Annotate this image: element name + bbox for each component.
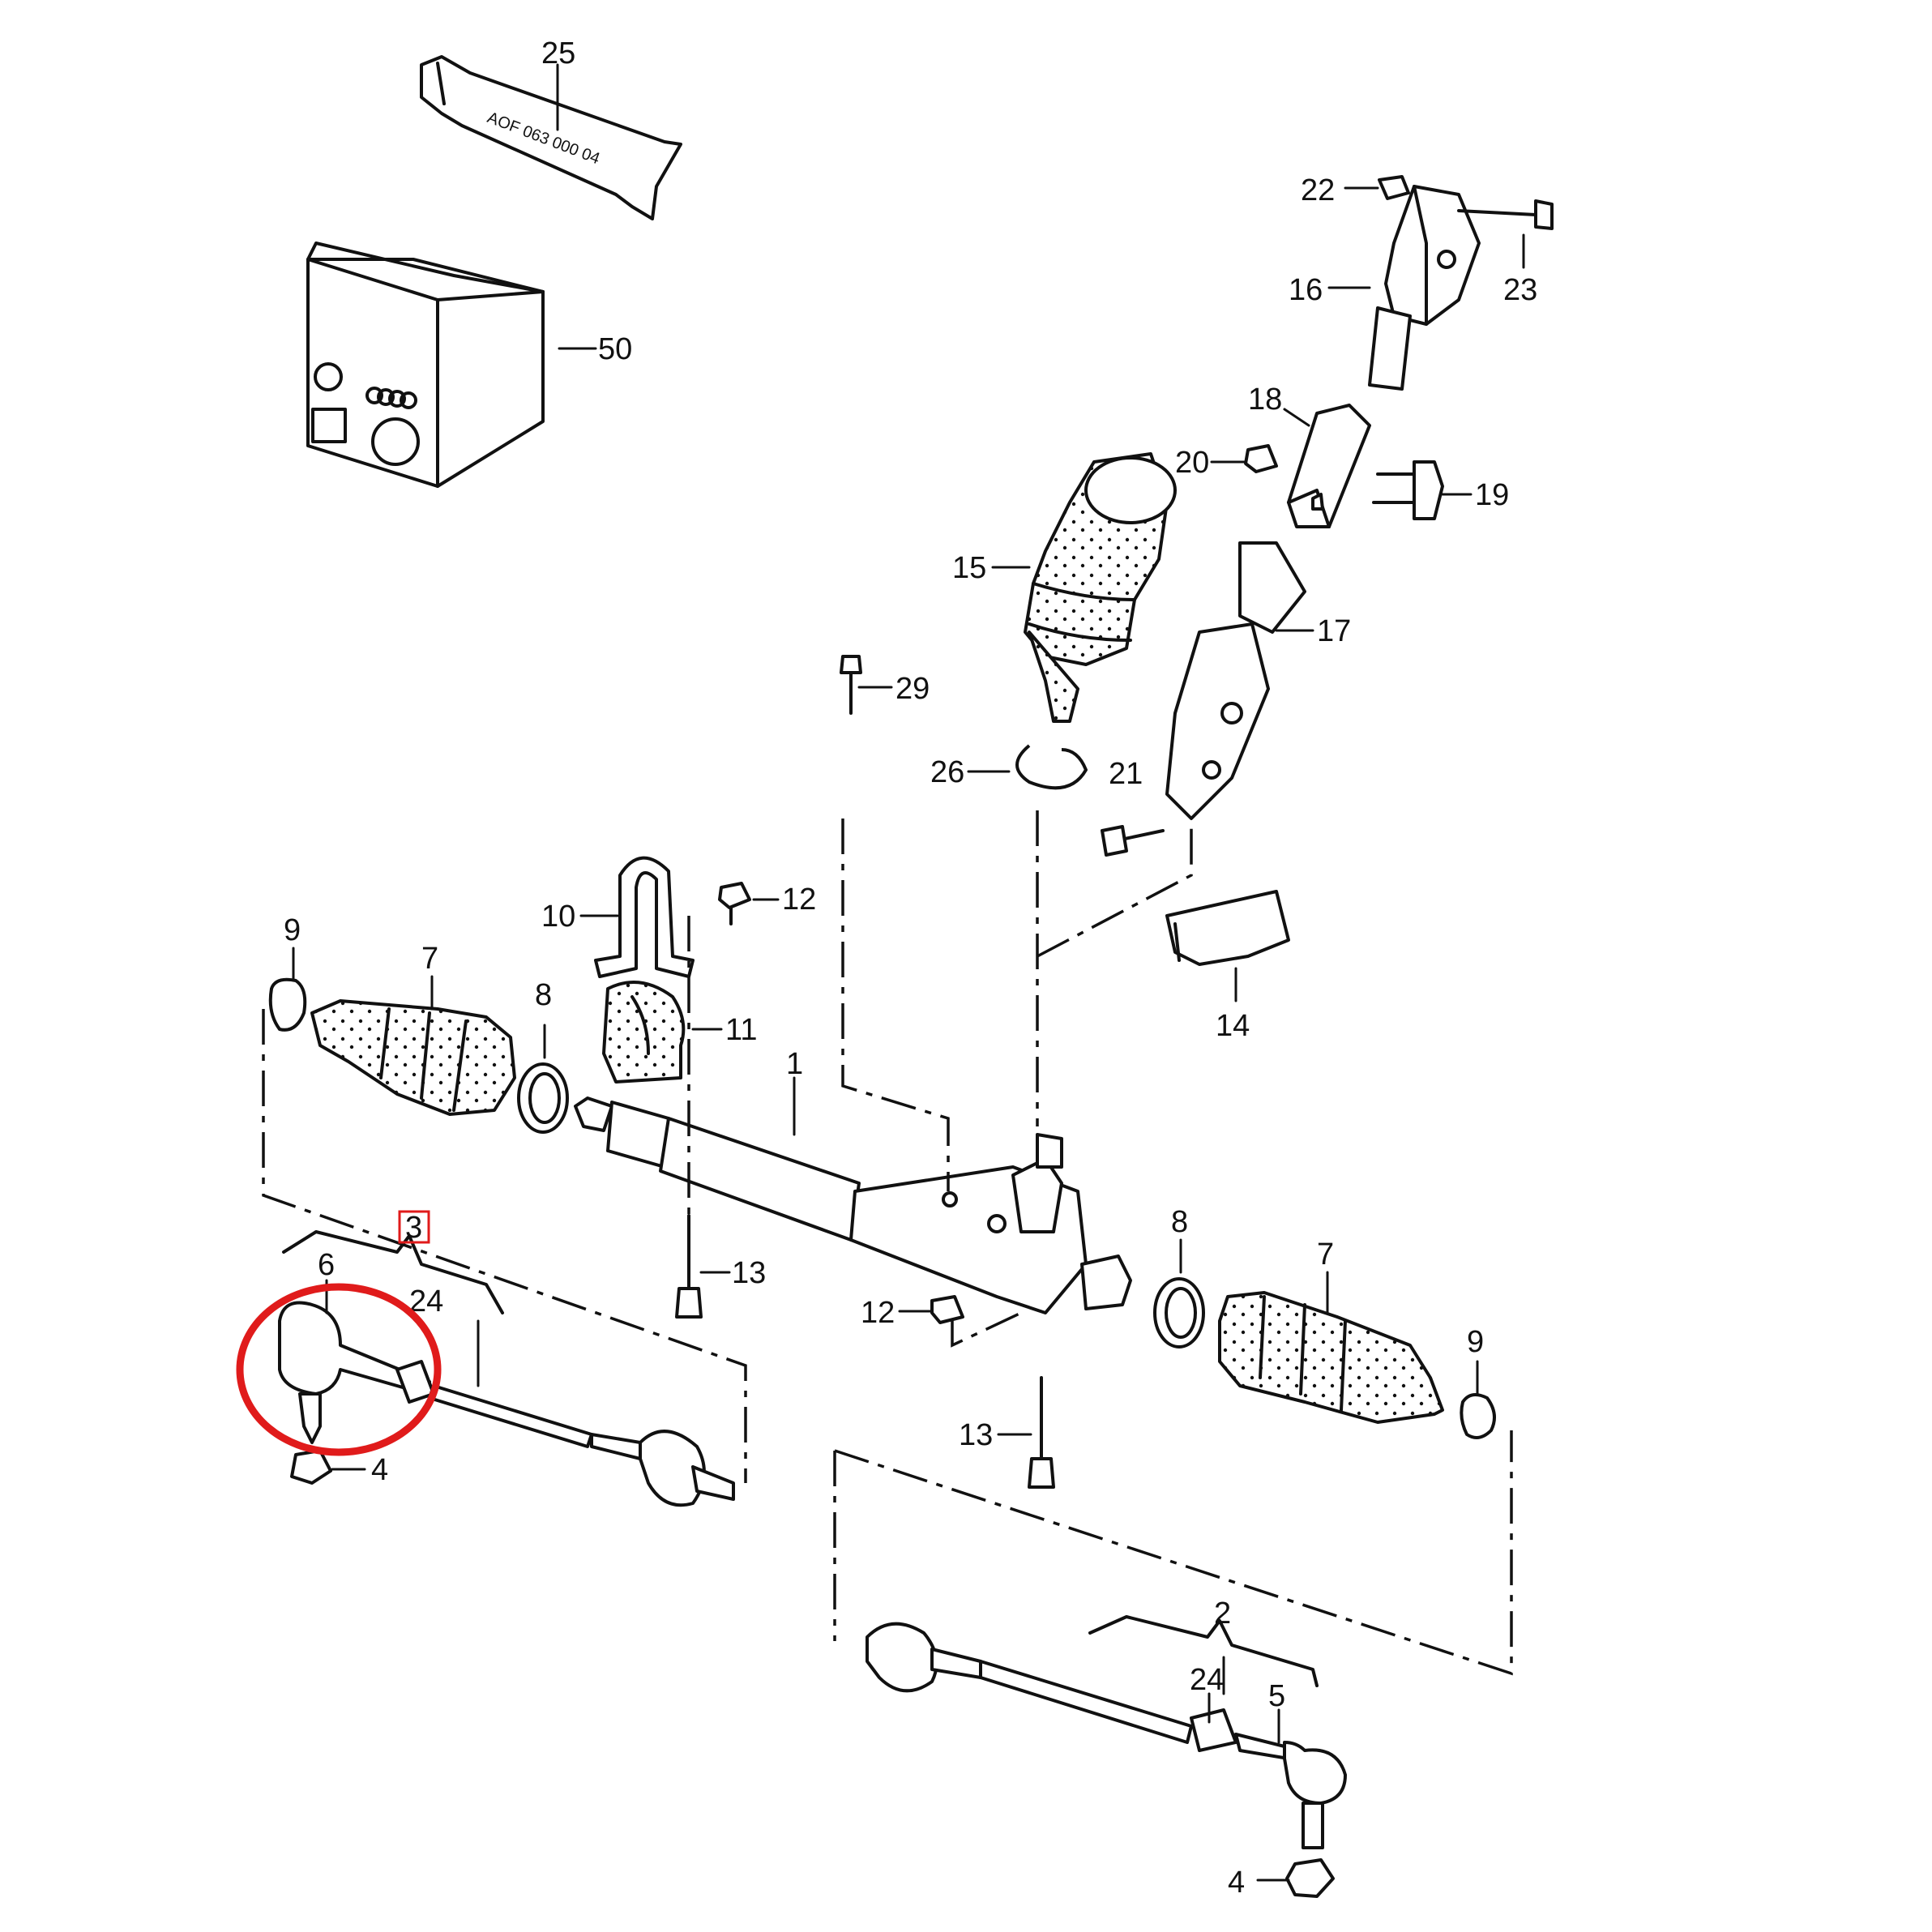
label-29: 29 <box>895 672 930 706</box>
label-2: 2 <box>1214 1596 1231 1631</box>
nut-22 <box>1378 175 1410 200</box>
nut-12-lower <box>930 1295 964 1324</box>
tie-rod-assembly-3 <box>278 1230 735 1507</box>
steering-rack-1 <box>574 1096 1132 1314</box>
label-10: 10 <box>541 900 575 934</box>
clamp-bolts-19 <box>1372 460 1444 520</box>
label-26: 26 <box>930 755 964 789</box>
label-18: 18 <box>1248 383 1282 417</box>
clip-26 <box>1015 744 1088 790</box>
label-17: 17 <box>1317 614 1351 648</box>
label-3: 3 <box>405 1211 422 1245</box>
lower-universal-joint <box>1165 541 1306 820</box>
audi-rings-logo <box>365 387 417 409</box>
coupling-sleeve <box>1287 404 1371 528</box>
label-12-lower: 12 <box>861 1296 895 1330</box>
clip-8-right <box>1153 1277 1205 1349</box>
upper-universal-joint <box>1368 185 1481 391</box>
clamp-bracket-10 <box>594 856 695 978</box>
boot-7-left <box>310 999 516 1116</box>
boot-7-right <box>1218 1291 1444 1424</box>
bolt-21 <box>1101 825 1165 857</box>
label-4-left: 4 <box>371 1453 388 1487</box>
clip-8-left <box>517 1062 569 1134</box>
label-16: 16 <box>1289 273 1323 307</box>
label-4-right: 4 <box>1228 1866 1245 1900</box>
label-14: 14 <box>1216 1009 1250 1043</box>
label-8-left: 8 <box>535 978 552 1012</box>
label-22: 22 <box>1301 173 1335 207</box>
nut-4-left <box>290 1449 332 1485</box>
part-3-highlight-box <box>398 1210 430 1244</box>
vw-logo <box>314 362 343 391</box>
label-6: 6 <box>318 1248 335 1282</box>
label-7-left: 7 <box>421 942 438 976</box>
label-12-upper: 12 <box>782 883 816 917</box>
label-9-left: 9 <box>284 913 301 947</box>
nut-4-right <box>1285 1858 1335 1898</box>
bracket-14 <box>1165 890 1290 966</box>
clamp-9-right <box>1460 1393 1496 1439</box>
grease-tube: AOF 063 000 04 <box>420 55 682 220</box>
label-50: 50 <box>598 332 632 366</box>
repair-kit-box <box>306 242 545 488</box>
nut-12-upper <box>718 882 751 925</box>
label-9-right: 9 <box>1467 1325 1484 1359</box>
assembly-dash-lines <box>262 810 1513 1676</box>
label-7-right: 7 <box>1317 1237 1334 1272</box>
tie-rod-assembly-2 <box>866 1615 1347 1849</box>
label-25: 25 <box>541 36 575 71</box>
bolt-13-upper <box>675 1214 703 1319</box>
column-boot <box>1024 452 1177 723</box>
rubber-bush-11 <box>602 981 686 1084</box>
label-23: 23 <box>1503 273 1537 307</box>
clamp-9-left <box>268 977 307 1032</box>
label-5: 5 <box>1268 1679 1285 1713</box>
nut-20 <box>1244 444 1278 473</box>
label-8-right: 8 <box>1171 1205 1188 1239</box>
label-15: 15 <box>952 551 986 585</box>
skoda-logo <box>371 417 420 466</box>
label-21: 21 <box>1109 757 1143 791</box>
tie-rod-end-highlight-circle <box>236 1283 442 1456</box>
label-1: 1 <box>786 1047 803 1081</box>
label-13-lower: 13 <box>959 1418 993 1452</box>
label-24-right: 24 <box>1190 1663 1224 1697</box>
label-19: 19 <box>1475 478 1509 512</box>
bolt-13-lower <box>1028 1376 1055 1489</box>
label-11: 11 <box>725 1013 757 1047</box>
bolt-23 <box>1457 199 1554 230</box>
label-13-upper: 13 <box>732 1256 766 1290</box>
screw-29 <box>840 655 862 715</box>
label-20: 20 <box>1175 446 1209 480</box>
seat-logo <box>311 408 347 443</box>
